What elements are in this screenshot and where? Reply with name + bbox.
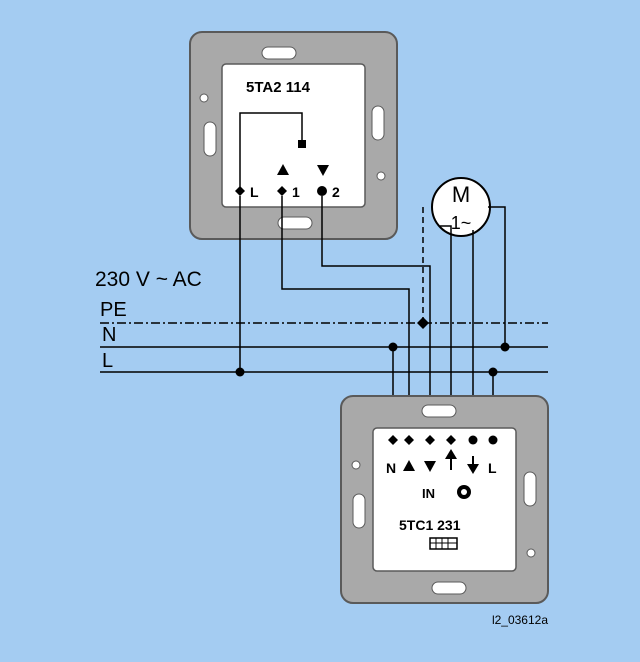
clock-face: [461, 489, 467, 495]
screw-hole-icon: [526, 548, 536, 558]
figure-code: l2_03612a: [492, 613, 548, 627]
pe-label: PE: [100, 299, 127, 321]
screw-hole-icon: [199, 93, 209, 103]
junction-dot-icon: [488, 367, 498, 377]
supply-lines: 230 V ~ AC PE N L: [95, 268, 548, 373]
bottom-terminals: [388, 435, 498, 445]
top-device-model: 5TA2 114: [246, 79, 311, 96]
up-arrow-icon: [445, 449, 457, 459]
in-label: IN: [422, 486, 435, 501]
wire-top-2: [321, 196, 431, 440]
top-slot-hole-icon: [421, 404, 457, 418]
terminal-l-label: L: [250, 184, 259, 200]
motor-phase-label: 1~: [451, 213, 472, 233]
terminal-1: 1: [277, 184, 300, 200]
terminal-1-label: 1: [292, 184, 300, 200]
junction-dot-icon: [500, 342, 510, 352]
motor-symbol: M 1~: [431, 177, 491, 237]
down-arrow-icon: [317, 165, 329, 176]
terminal-2-label: 2: [332, 184, 340, 200]
wire-top-1: [281, 196, 410, 440]
terminal-dot-icon: [317, 186, 327, 196]
wire-motor-n: [488, 206, 506, 347]
up-arrow-icon: [277, 164, 289, 175]
left-slot-hole-icon: [203, 121, 217, 157]
screw-hole-icon: [376, 171, 386, 181]
terminal-2: 2: [317, 184, 340, 200]
terminal-diamond-icon: [425, 435, 435, 445]
terminal-diamond-icon: [446, 435, 456, 445]
top-device-inner-panel: [221, 63, 366, 208]
right-slot-hole-icon: [371, 105, 385, 141]
supply-voltage-label: 230 V ~ AC: [95, 268, 202, 291]
connector-block-icon: [429, 537, 458, 550]
terminal-diamond-icon: [404, 435, 414, 445]
up-arrow-icon: [403, 460, 415, 471]
bottom-device-model: 5TC1 231: [399, 517, 461, 533]
screw-hole-icon: [351, 460, 361, 470]
l-label: L: [102, 350, 113, 372]
terminal-l: L: [235, 184, 259, 200]
junction-dot-icon: [388, 342, 398, 352]
terminal-dot-icon: [468, 435, 478, 445]
top-slot-hole-icon: [261, 46, 297, 60]
junction-dot-icon: [235, 367, 245, 377]
left-slot-hole-icon: [352, 493, 366, 529]
down-arrow-icon: [467, 464, 479, 474]
bottom-slot-hole-icon: [431, 581, 467, 595]
motor-m-label: M: [452, 182, 470, 207]
right-slot-hole-icon: [523, 471, 537, 507]
terminal-l-label: L: [488, 460, 497, 476]
junction-diamond-icon: [417, 317, 429, 329]
switch-contact-icon: [298, 140, 306, 148]
terminal-diamond-icon: [388, 435, 398, 445]
bottom-slot-hole-icon: [277, 216, 313, 230]
internal-switch-line: [239, 112, 303, 192]
n-label: N: [102, 324, 116, 346]
down-arrow-icon: [424, 461, 436, 472]
junctions: [235, 317, 510, 377]
top-switch-device: 5TA2 114 L 1 2: [189, 31, 398, 240]
terminal-diamond-icon: [235, 186, 245, 196]
terminal-n-label: N: [386, 460, 396, 476]
bottom-timer-device: N L IN 5TC1 231: [340, 395, 549, 604]
terminal-dot-icon: [488, 435, 498, 445]
terminal-diamond-icon: [277, 186, 287, 196]
wires: [239, 196, 506, 440]
wire-motor-up: [440, 225, 452, 440]
